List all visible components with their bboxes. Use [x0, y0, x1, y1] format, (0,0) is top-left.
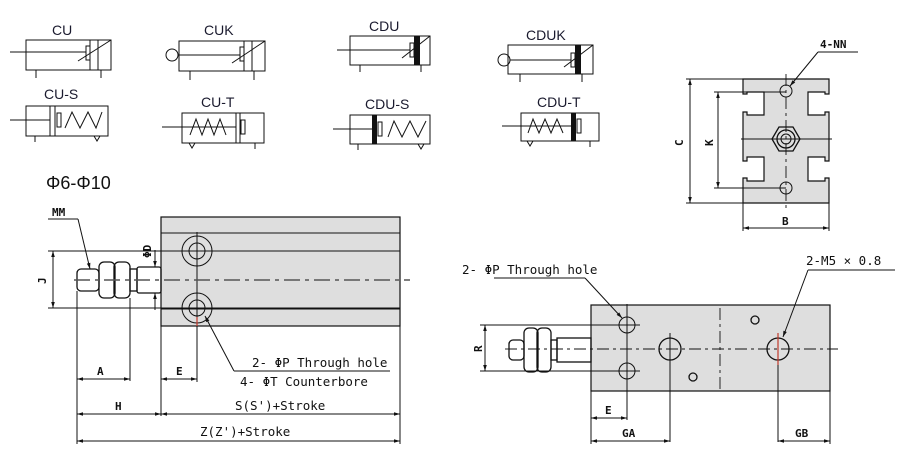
- symbol-label-cuk: CUK: [204, 22, 234, 38]
- dim-a: A: [97, 365, 104, 378]
- label-mm: MM: [52, 206, 66, 219]
- symbol-cduk: CDUK: [497, 27, 594, 82]
- symbol-label-cdu-t: CDU-T: [537, 94, 581, 110]
- label-port-m5: 2-M5 × 0.8: [806, 253, 881, 268]
- label-through-hole-top: 2- ΦP Through hole: [462, 262, 597, 277]
- dim-e-side: E: [176, 365, 183, 378]
- dim-h: H: [115, 400, 122, 413]
- symbol-cu-s: CU-S: [10, 86, 109, 142]
- dim-b: B: [782, 215, 789, 228]
- dim-ga: GA: [622, 427, 636, 440]
- dim-r: R: [472, 345, 485, 352]
- bore-range-label: Φ6-Φ10: [46, 173, 111, 193]
- dim-j: J: [36, 277, 49, 284]
- label-counterbore: 4- ΦT Counterbore: [240, 374, 368, 389]
- dim-e-top: E: [605, 404, 612, 417]
- symbol-label-cdu-s: CDU-S: [365, 96, 409, 112]
- dim-gb: GB: [795, 427, 809, 440]
- dim-s-stroke: S(S')+Stroke: [235, 398, 325, 413]
- label-4-nn: 4-NN: [820, 38, 847, 51]
- dim-phi-d: ΦD: [141, 244, 154, 258]
- top-view: R E GA GB 2- ΦP Through hole 2-M5 × 0.8: [462, 253, 895, 444]
- label-through-hole-side: 2- ΦP Through hole: [252, 355, 387, 370]
- symbol-cu-t: CU-T: [162, 94, 265, 149]
- symbol-label-cu: CU: [52, 22, 72, 38]
- dim-z-stroke: Z(Z')+Stroke: [200, 424, 290, 439]
- symbol-cdu: CDU: [337, 18, 431, 72]
- symbol-label-cdu: CDU: [369, 18, 399, 34]
- symbol-cdu-t: CDU-T: [502, 94, 600, 147]
- symbol-label-cu-t: CU-T: [201, 94, 235, 110]
- symbol-label-cduk: CDUK: [526, 27, 566, 43]
- side-view: J ΦD MM A E H S(S')+Stroke Z(Z')+Stroke …: [36, 206, 410, 444]
- symbol-label-cu-s: CU-S: [44, 86, 78, 102]
- dim-k: K: [703, 139, 716, 146]
- symbol-cuk: CUK: [165, 22, 266, 80]
- dim-c: C: [673, 139, 686, 146]
- symbol-cu: CU: [10, 22, 112, 78]
- symbol-cdu-s: CDU-S: [333, 96, 431, 150]
- end-view: C K B 4-NN: [673, 38, 858, 231]
